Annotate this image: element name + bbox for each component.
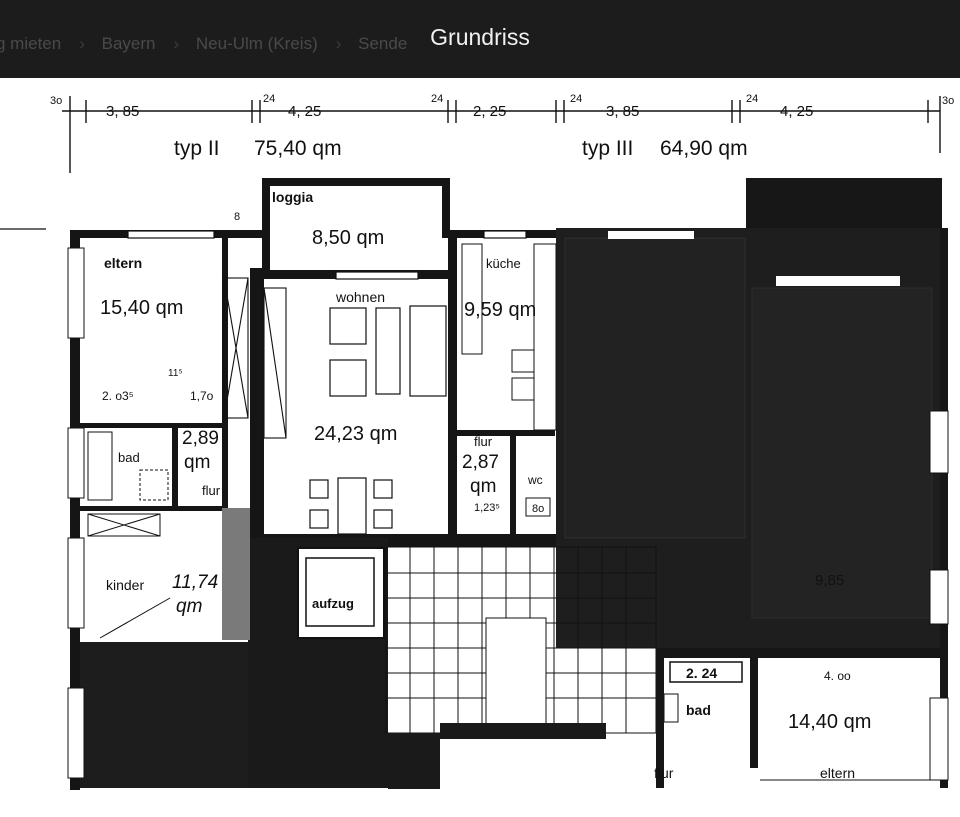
room-eltern-label: eltern xyxy=(104,255,142,271)
room-flur-mid-note: 1,23⁵ xyxy=(474,502,500,514)
room-bad-right-label: bad xyxy=(686,702,711,718)
room-eltern-right-dim: 4. oo xyxy=(824,669,851,683)
room-aufzug-label: aufzug xyxy=(312,596,354,611)
dark-area-label: 9,85 xyxy=(815,572,844,589)
furniture-kueche xyxy=(461,243,557,431)
dim-4: 3, 85 xyxy=(606,103,639,120)
furniture-bad xyxy=(87,431,169,501)
room-flur-right-label: flur xyxy=(654,765,674,781)
dim-start: 3o xyxy=(50,95,62,107)
breadcrumb-separator: › xyxy=(79,34,85,53)
room-eltern-note-2: 11⁵ xyxy=(168,368,183,379)
floor-plan-drawing: 3o 3, 85 24 4, 25 24 2, 25 24 3, 85 24 4… xyxy=(0,93,954,790)
room-bad-area-a: 2,89 xyxy=(182,428,219,449)
dim-wall-3: 24 xyxy=(570,93,582,105)
staircase-grid xyxy=(385,546,657,734)
room-eltern-area: 15,40 qm xyxy=(100,297,183,319)
page-title: Grundriss xyxy=(430,24,530,50)
breadcrumb-separator: › xyxy=(173,34,180,53)
breadcrumb-item[interactable]: Sende xyxy=(358,34,408,53)
dim-wall-2: 24 xyxy=(431,93,443,105)
room-kinder-area-a: 11,74 xyxy=(172,572,218,593)
breadcrumb: g mieten › Bayern › Neu-Ulm (Kreis) › Sende xyxy=(0,34,413,54)
dim-wall-4: 24 xyxy=(746,93,758,105)
room-kueche-area: 9,59 qm xyxy=(464,299,536,321)
room-kinder-area-b: qm xyxy=(176,596,202,617)
breadcrumb-item[interactable]: g mieten xyxy=(0,34,62,53)
dim-1: 3, 85 xyxy=(106,103,139,120)
room-loggia-area: 8,50 qm xyxy=(312,227,384,249)
room-bad-right-dim: 2. 24 xyxy=(686,665,717,681)
type-ii-area: 75,40 qm xyxy=(254,137,342,160)
room-eltern-note-3: 1,7o xyxy=(190,389,214,403)
dim-2: 4, 25 xyxy=(288,103,321,120)
room-kueche-label: küche xyxy=(486,256,521,271)
floor-plan-image: 3o 3, 85 24 4, 25 24 2, 25 24 3, 85 24 4… xyxy=(0,78,960,813)
room-flur-mid-area-b: qm xyxy=(470,476,496,497)
room-eltern-right-area: 14,40 qm xyxy=(788,711,871,733)
dark-area-right: 9,85 xyxy=(556,178,949,788)
type-iii-label: typ III xyxy=(582,137,633,160)
top-bar: g mieten › Bayern › Neu-Ulm (Kreis) › Sende… xyxy=(0,0,960,78)
type-ii-label: typ II xyxy=(174,137,220,160)
breadcrumb-item[interactable]: Neu-Ulm (Kreis) xyxy=(195,34,318,53)
room-flur-left-label: flur xyxy=(202,483,221,498)
room-wc-label: wc xyxy=(527,473,543,487)
dim-end: 3o xyxy=(942,95,954,107)
small-dim: 8 xyxy=(234,211,240,223)
room-kinder-label: kinder xyxy=(106,577,144,593)
room-bad-area-b: qm xyxy=(184,452,210,473)
room-wohnen-area: 24,23 qm xyxy=(314,423,397,445)
dimension-line xyxy=(62,96,941,173)
dim-3: 2, 25 xyxy=(473,103,506,120)
room-wc-note: 8o xyxy=(532,503,544,515)
type-iii-area: 64,90 qm xyxy=(660,137,748,160)
furniture-wohnen xyxy=(309,305,447,535)
room-flur-mid-area-a: 2,87 xyxy=(462,452,499,473)
room-eltern-right-label: eltern xyxy=(820,765,855,781)
room-loggia-label: loggia xyxy=(272,189,313,205)
breadcrumb-separator: › xyxy=(335,34,342,53)
room-wohnen-label: wohnen xyxy=(335,289,385,305)
dim-5: 4, 25 xyxy=(780,103,813,120)
room-eltern-note-1: 2. o3⁵ xyxy=(102,389,134,403)
room-flur-mid-label: flur xyxy=(474,434,493,449)
furniture-kinder xyxy=(87,513,171,639)
breadcrumb-item[interactable]: Bayern xyxy=(101,34,156,53)
room-bad-label: bad xyxy=(118,450,140,465)
dim-wall-1: 24 xyxy=(263,93,275,105)
